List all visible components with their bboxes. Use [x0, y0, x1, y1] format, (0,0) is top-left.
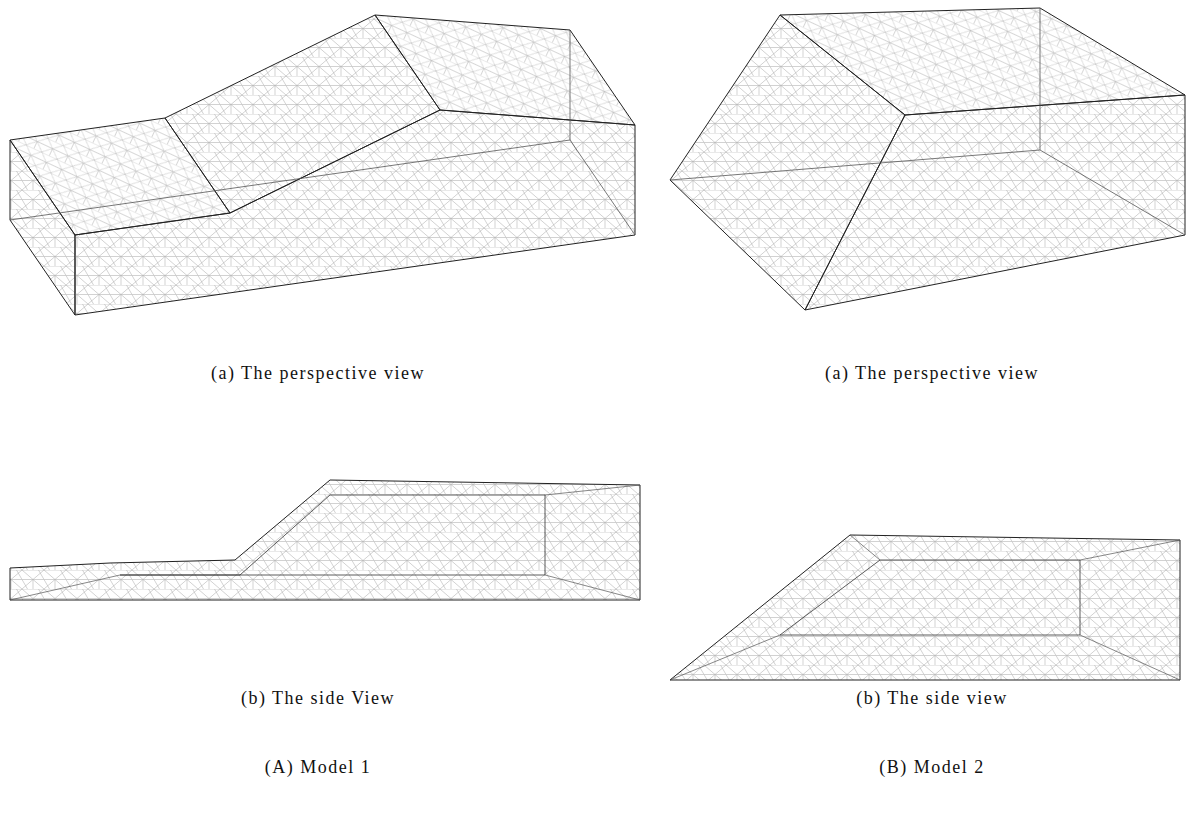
- model-caption: (A) Model 1: [265, 757, 371, 778]
- model-caption: (B) Model 2: [879, 757, 985, 778]
- panel-caption: (b) The side View: [241, 688, 395, 709]
- panel-caption: (a) The perspective view: [211, 363, 425, 384]
- panel-caption: (b) The side view: [856, 688, 1008, 709]
- panel-caption: (a) The perspective view: [825, 363, 1039, 384]
